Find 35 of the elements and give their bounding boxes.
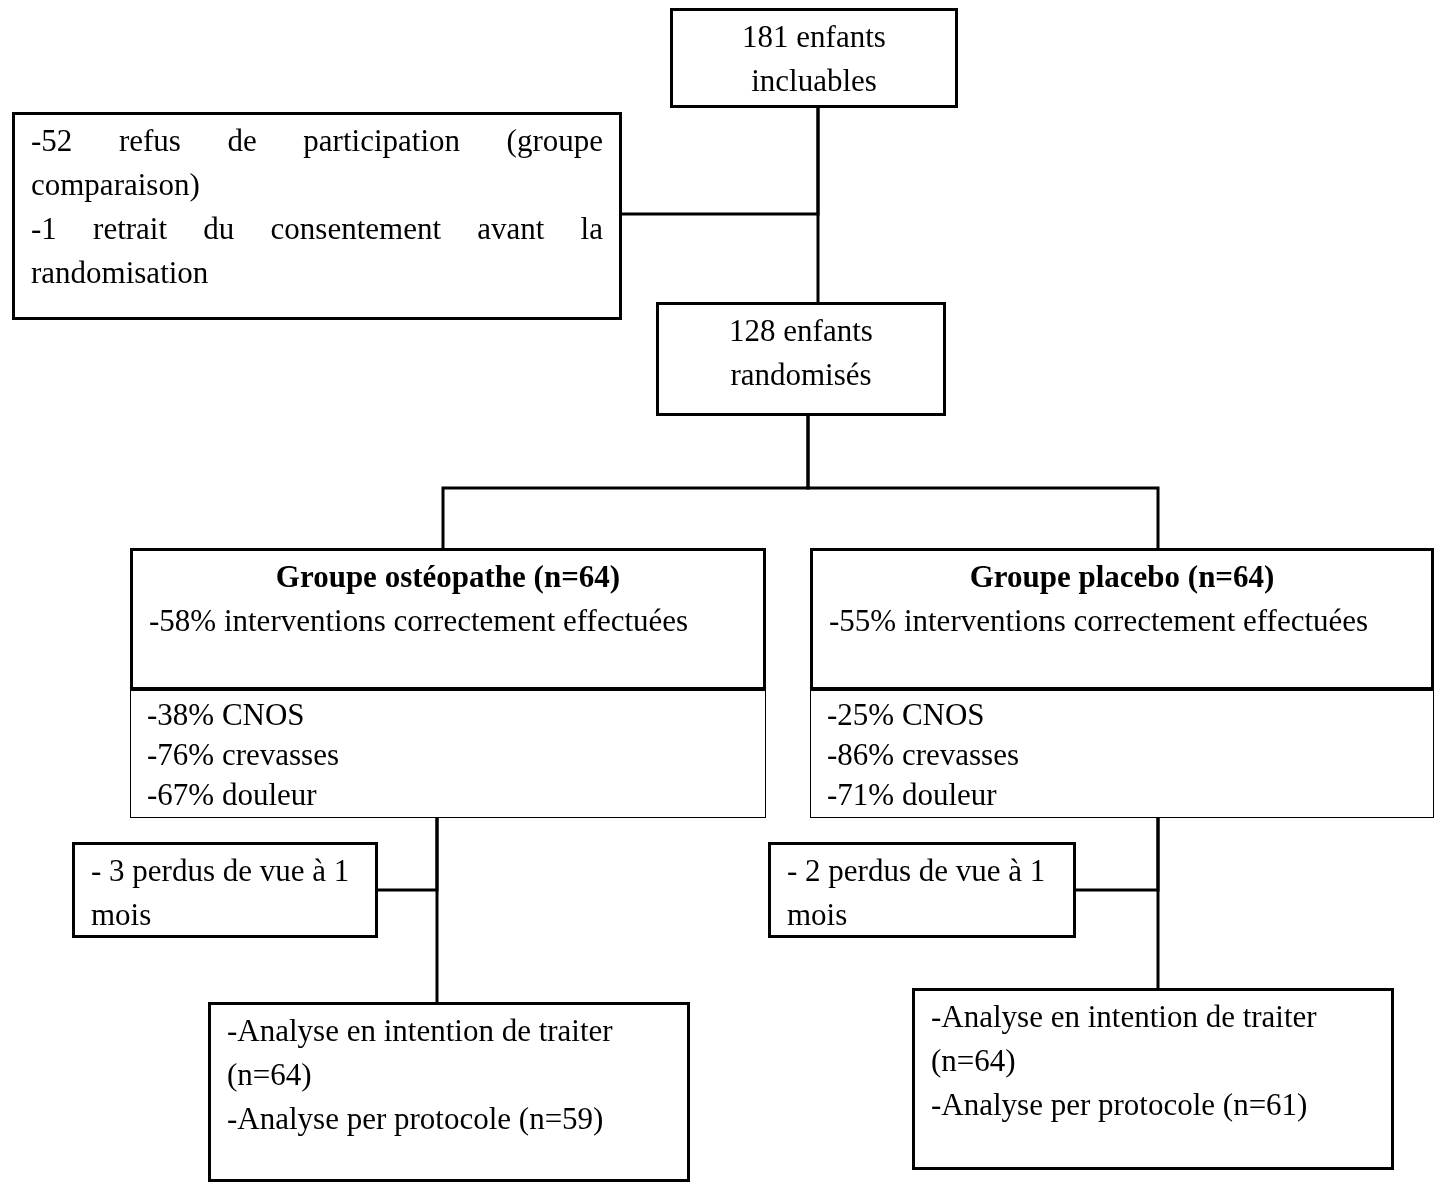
group-box bbox=[130, 548, 766, 690]
box-text: -Analyse en intention de traiter (n=64) bbox=[931, 998, 1318, 1080]
process-box bbox=[656, 302, 946, 416]
box-text: - 3 perdus de vue à 1 mois bbox=[91, 852, 351, 934]
box-heading: Groupe placebo (n=64) bbox=[968, 558, 1276, 596]
box-text: -Analyse per protocole (n=59) bbox=[227, 1100, 605, 1138]
box-text: 181 enfants incluables bbox=[741, 18, 887, 100]
box-text: -25% CNOS bbox=[827, 696, 986, 734]
exclusion-box bbox=[12, 112, 622, 320]
box-text: -1 retrait du consentement avant la randomisation bbox=[31, 210, 603, 292]
analysis-box bbox=[912, 988, 1394, 1170]
results-box bbox=[810, 690, 1434, 818]
box-text: - 2 perdus de vue à 1 mois bbox=[787, 852, 1047, 934]
results-box bbox=[130, 690, 766, 818]
box-text: -58% interventions correctement effectuées bbox=[149, 602, 690, 640]
analysis-box bbox=[208, 1002, 690, 1182]
exclusion-box bbox=[72, 842, 378, 938]
box-text: -Analyse per protocole (n=61) bbox=[931, 1086, 1309, 1124]
box-text: -71% douleur bbox=[827, 776, 998, 814]
box-text: -Analyse en intention de traiter (n=64) bbox=[227, 1012, 614, 1094]
exclusion-box bbox=[768, 842, 1076, 938]
process-box bbox=[670, 8, 958, 108]
connector-line bbox=[622, 108, 820, 216]
box-heading: Groupe ostéopathe (n=64) bbox=[274, 558, 622, 596]
box-text: -55% interventions correctement effectuées bbox=[829, 602, 1370, 640]
group-box bbox=[810, 548, 1434, 690]
box-text: -67% douleur bbox=[147, 776, 318, 814]
connector-line bbox=[1156, 818, 1160, 988]
box-text: -86% crevasses bbox=[827, 736, 1020, 774]
connector-line bbox=[435, 818, 439, 1002]
connector-line bbox=[806, 416, 1160, 548]
box-text: -76% crevasses bbox=[147, 736, 340, 774]
box-text: -52 refus de participation (groupe comparaison) bbox=[31, 122, 603, 204]
box-text: -38% CNOS bbox=[147, 696, 306, 734]
box-text: 128 enfants randomisés bbox=[728, 312, 874, 394]
